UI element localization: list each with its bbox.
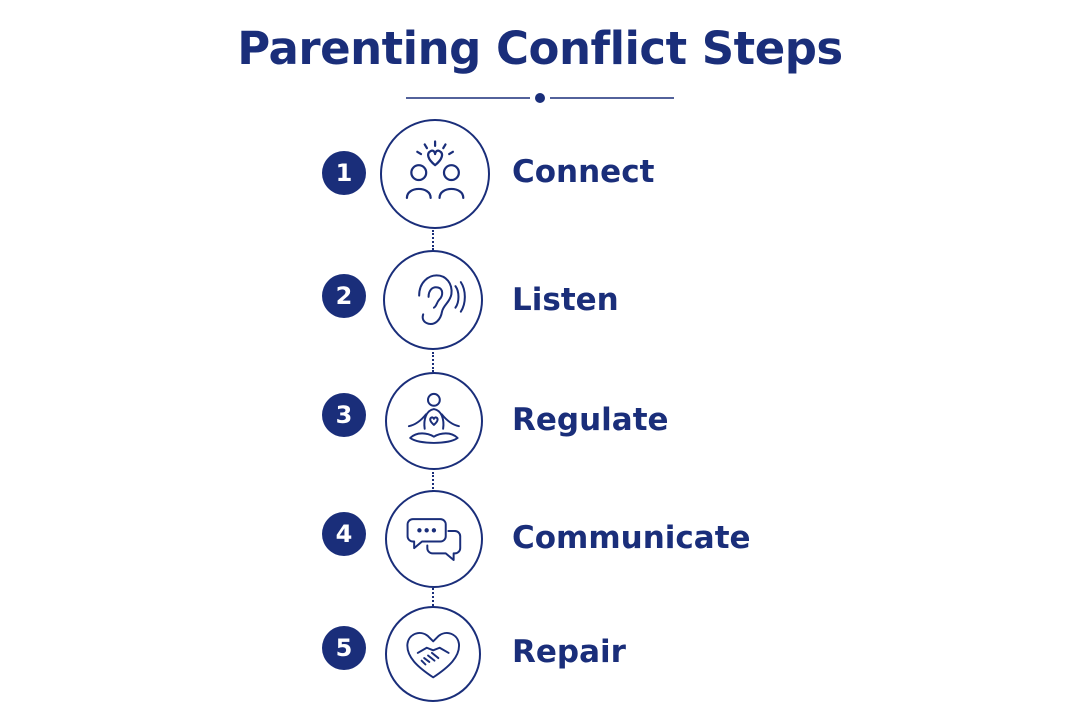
title-divider <box>406 93 674 103</box>
step-label: Regulate <box>512 402 669 438</box>
step-number-3: 3 <box>322 393 366 437</box>
step-icon-circle <box>385 490 483 588</box>
step-connector <box>432 352 434 372</box>
ear-icon <box>418 274 467 326</box>
step-connector <box>432 472 434 492</box>
speech-bubbles-icon <box>406 518 462 562</box>
step-label: Communicate <box>512 520 751 556</box>
step-connector <box>432 230 434 250</box>
step-label: Listen <box>512 282 619 318</box>
step-label: Repair <box>512 634 626 670</box>
step-icon-circle <box>385 372 483 470</box>
step-number-4: 4 <box>322 512 366 556</box>
meditation-icon <box>408 393 460 445</box>
step-number-1: 1 <box>322 151 366 195</box>
step-icon-circle <box>383 250 483 350</box>
handshake-heart-icon <box>406 631 460 679</box>
step-icon-circle <box>380 119 490 229</box>
step-label: Connect <box>512 154 655 190</box>
step-connector <box>432 588 434 606</box>
step-number-5: 5 <box>322 626 366 670</box>
step-icon-circle <box>385 606 481 702</box>
people-heart-icon <box>405 140 465 199</box>
diagram-title: Parenting Conflict Steps <box>237 22 843 75</box>
step-number-2: 2 <box>322 274 366 318</box>
